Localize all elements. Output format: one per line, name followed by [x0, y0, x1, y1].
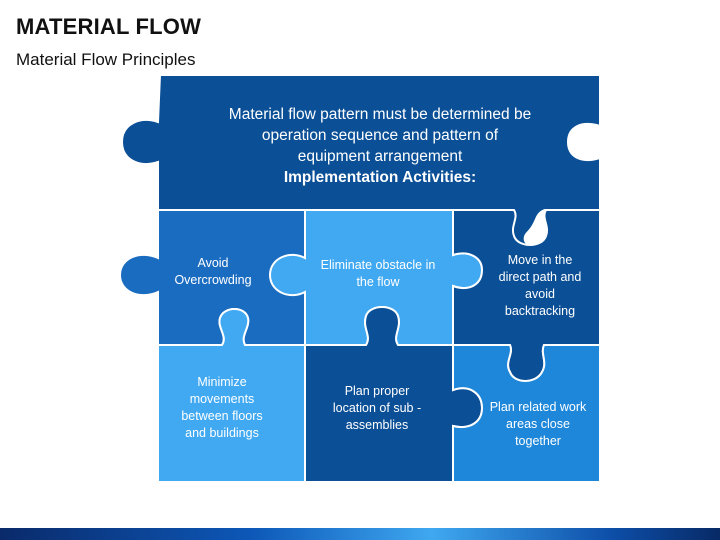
piece-related-work-areas — [452, 344, 601, 483]
piece-label-eliminate-obstacle: Eliminate obstacle in the flow — [320, 258, 436, 289]
page-title: MATERIAL FLOW — [16, 14, 202, 39]
piece-label-plan-location: Plan proper location of sub - assemblies — [332, 383, 422, 432]
header-text: Material flow pattern must be determined… — [175, 104, 585, 188]
footer-gradient-bar — [0, 528, 720, 540]
piece-label-related-work-areas: Plan related work areas close together — [489, 399, 587, 448]
piece-label-direct-path: Move in the direct path and avoid backtr… — [498, 253, 582, 318]
header-label: Implementation Activities: — [283, 169, 477, 186]
page-subtitle: Material Flow Principles — [16, 50, 196, 69]
header-line-2: operation sequence and pattern of — [261, 127, 499, 144]
header-line-3: equipment arrangement — [297, 148, 463, 165]
piece-label-avoid-overcrowding: Avoid Overcrowding — [174, 256, 252, 287]
piece-label-minimize-movements: Minimize movements between floors and bu… — [181, 375, 263, 440]
piece-minimize-movements — [157, 308, 306, 483]
header-line-1: Material flow pattern must be determined… — [228, 106, 532, 123]
header-piece — [120, 74, 601, 250]
